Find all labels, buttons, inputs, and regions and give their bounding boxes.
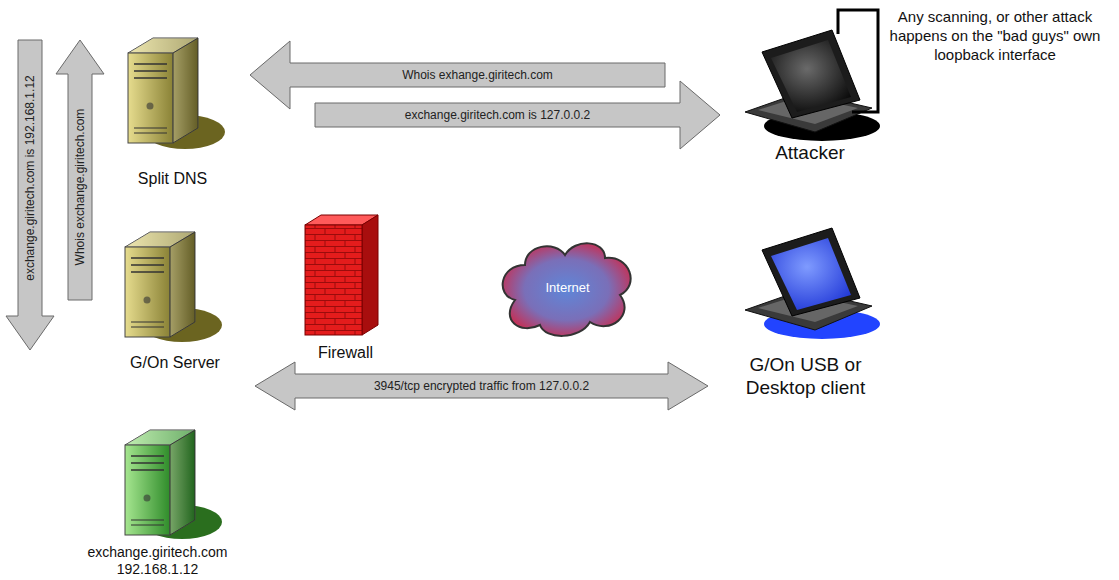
attacker-laptop-icon: [745, 30, 880, 141]
block-arrow: [56, 40, 104, 300]
firewall-node: Firewall: [298, 215, 393, 362]
node-label: Attacker: [775, 142, 845, 165]
arrow-label: exchange.giritech.com is 192.168.1.12: [24, 75, 36, 280]
callout-bracket: [838, 10, 878, 112]
callout-note: Any scanning, or other attack happens on…: [880, 8, 1110, 64]
internet-cloud: [503, 243, 631, 336]
firewall-icon: [305, 215, 378, 335]
arrow-label: Whois exchange.giritech.com: [74, 109, 86, 266]
block-arrow: [255, 362, 708, 410]
block-arrow: [315, 81, 720, 149]
node-label: Firewall: [318, 343, 373, 362]
attacker-node: Attacker: [735, 40, 885, 165]
arrow-label: exchange.giritech.com is 127.0.0.2: [405, 109, 590, 121]
internet-cloud-node: Internet: [500, 240, 635, 335]
exchange-server-icon: [125, 430, 222, 539]
block-arrow: [250, 41, 665, 109]
node-label: G/On USB or Desktop client: [736, 354, 876, 400]
client-laptop-icon: [745, 228, 880, 339]
node-label: Internet: [545, 280, 589, 296]
dns-server-icon: [128, 38, 225, 149]
node-label: Split DNS: [138, 169, 207, 188]
exchange-server-node: exchange.giritech.com 192.168.1.12: [70, 420, 245, 578]
node-label: G/On Server: [130, 353, 220, 372]
block-arrow: [6, 40, 54, 350]
client-node: G/On USB or Desktop client: [718, 225, 893, 400]
dns-server-node: Split DNS: [110, 28, 235, 188]
gon-server-node: G/On Server: [105, 222, 245, 372]
arrow-label: 3945/tcp encrypted traffic from 127.0.0.…: [374, 380, 589, 392]
node-label: exchange.giritech.com 192.168.1.12: [78, 544, 238, 578]
gon-server-icon: [125, 232, 222, 342]
arrow-label: Whois exhange.giritech.com: [402, 69, 553, 81]
